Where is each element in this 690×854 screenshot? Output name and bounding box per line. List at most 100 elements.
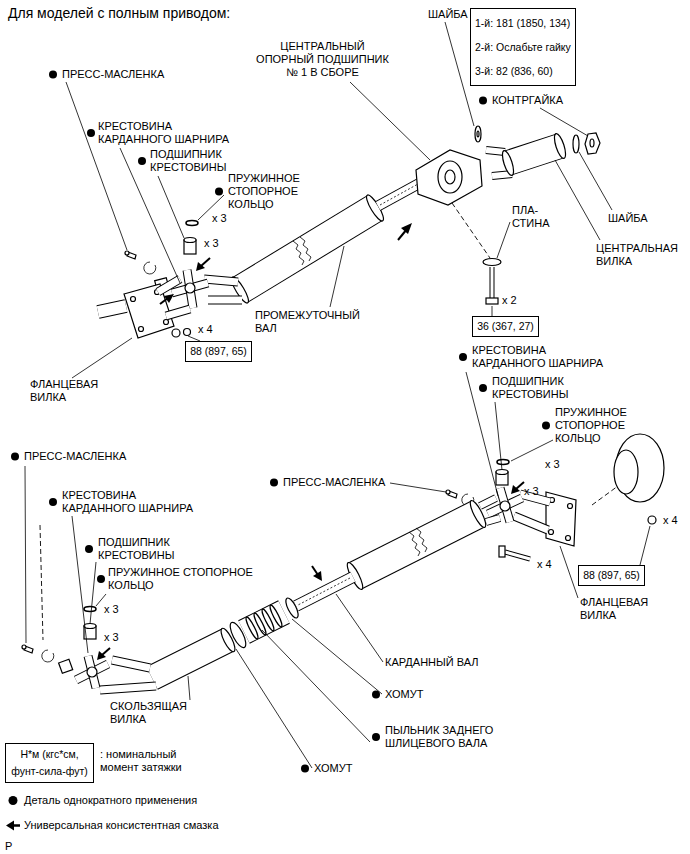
one-time-use-mark: [49, 498, 57, 506]
universal-joint-spider: [186, 221, 198, 226]
universal-joint-spider: [125, 251, 129, 255]
leader-line: [72, 516, 88, 653]
flange-yoke: [131, 297, 136, 302]
leader-line: [390, 483, 446, 492]
part-label: ХОМУТ: [385, 688, 423, 701]
part-label: КРЕСТОВИНА КАРДАННОГО ШАРНИРА: [98, 120, 232, 146]
center-support-bearing: [477, 131, 479, 137]
plate-and-bolt: [486, 298, 498, 304]
box-text: 1-й: 181 (1850, 134): [475, 11, 571, 35]
grease-arrow: [102, 648, 110, 655]
center-yoke: [486, 150, 505, 152]
universal-joint-spider: [42, 650, 54, 662]
leader-line: [511, 440, 553, 461]
one-time-use-mark: [85, 545, 93, 553]
center-yoke: [585, 133, 600, 154]
torque-box: 88 (897, 65): [185, 341, 252, 362]
one-time-use-mark: [87, 129, 95, 137]
part-label: ПРУЖИННОЕ СТОПОРНОЕ КОЛЬЦО: [108, 566, 255, 592]
slip-yoke: [100, 686, 156, 690]
legend-text: Деталь однократного применения: [24, 794, 197, 807]
legend-text: Универсальная консистентная смазка: [24, 819, 219, 832]
part-label: ПЛА- СТИНА: [512, 204, 552, 230]
universal-joint-spider: [500, 488, 510, 522]
one-time-use-mark: [459, 353, 467, 361]
part-label: ХОМУТ: [314, 762, 352, 775]
flange-yoke: [98, 306, 126, 312]
flange-yoke: [514, 516, 548, 530]
part-label: ШАЙБА: [428, 8, 468, 21]
grease-arrow: [160, 223, 412, 304]
propeller-shaft: [409, 532, 420, 556]
one-time-use-mark: [372, 691, 380, 699]
flange-yoke: [566, 536, 571, 541]
leader-line: [25, 466, 26, 643]
torque-box: 1-й: 181 (1850, 134)2-й: Ослабьте гайку3…: [470, 8, 576, 86]
center-yoke: [500, 149, 516, 176]
legend-sample: [6, 821, 14, 831]
part-label: ПОДШИПНИК КРЕСТОВИНЫ: [98, 536, 177, 562]
intermediate-shaft: [208, 297, 242, 304]
companion-flange: [592, 434, 664, 524]
intermediate-shaft: [208, 296, 242, 305]
part-label: ЦЕНТРАЛЬНАЯ ВИЛКА: [596, 242, 680, 268]
intermediate-shaft: [240, 208, 375, 290]
slip-yoke: [152, 640, 228, 678]
center-support-bearing: [438, 161, 462, 193]
part-label: КРЕСТОВИНА КАРДАННОГО ШАРНИРА: [472, 344, 606, 370]
leader-line: [492, 306, 493, 316]
propeller-shaft: [355, 514, 478, 576]
plate-and-bolt: [483, 259, 501, 266]
flange-yoke: [158, 279, 180, 292]
flange-yoke: [505, 552, 530, 559]
leader-line: [640, 526, 650, 565]
flange-yoke: [158, 279, 180, 292]
center-support-bearing: [475, 126, 481, 142]
universal-joint-spider: [76, 664, 108, 680]
propeller-shaft: [468, 499, 489, 529]
universal-joint-spider: [87, 667, 97, 677]
box-text: 36 (367, 27): [477, 319, 534, 334]
torque-box: 88 (897, 65): [578, 565, 645, 586]
quantity-label: x 4: [198, 323, 213, 336]
quantity-label: x 3: [524, 485, 539, 498]
universal-joint-spider: [446, 490, 450, 494]
flange-yoke: [164, 320, 169, 325]
part-label: ФЛАНЦЕВАЯ ВИЛКА: [580, 596, 651, 622]
flange-yoke: [549, 530, 554, 535]
grease-arrow: [516, 482, 524, 489]
part-label: ФЛАНЦЕВАЯ ВИЛКА: [30, 378, 101, 404]
universal-joint-spider: [84, 624, 96, 629]
leader-line: [72, 338, 132, 378]
leader-line: [350, 82, 430, 160]
universal-joint-spider: [496, 470, 508, 475]
grease-arrow: [196, 262, 205, 271]
universal-joint-spider: [184, 238, 196, 243]
quantity-label: x 3: [104, 603, 119, 616]
slip-yoke: [112, 660, 150, 668]
legend-sample: [13, 824, 20, 827]
center-yoke: [590, 139, 594, 147]
dust-boot: [244, 616, 259, 640]
part-label: ПРОМЕЖУТОЧНЫЙ ВАЛ: [255, 309, 362, 335]
leader-line: [330, 246, 344, 307]
box-text: 2-й: Ослабьте гайку: [475, 35, 571, 59]
quantity-label: x 3: [204, 237, 219, 250]
flange-yoke: [568, 504, 573, 509]
flange-yoke: [172, 329, 180, 337]
leader-line: [90, 562, 96, 624]
leader-line: [336, 594, 383, 662]
torque-box: 36 (367, 27): [472, 316, 539, 337]
dust-boot: [227, 596, 300, 649]
center-support-bearing: [445, 170, 455, 184]
page-marker: P: [5, 840, 12, 853]
quantity-label: x 3: [104, 631, 119, 644]
one-time-use-mark: [479, 97, 487, 105]
legend-sample: [6, 796, 20, 831]
grease-arrow: [401, 223, 412, 234]
flange-yoke: [98, 279, 191, 338]
one-time-use-mark: [215, 188, 223, 196]
intermediate-shaft: [204, 279, 238, 282]
one-time-use-mark: [11, 71, 550, 773]
